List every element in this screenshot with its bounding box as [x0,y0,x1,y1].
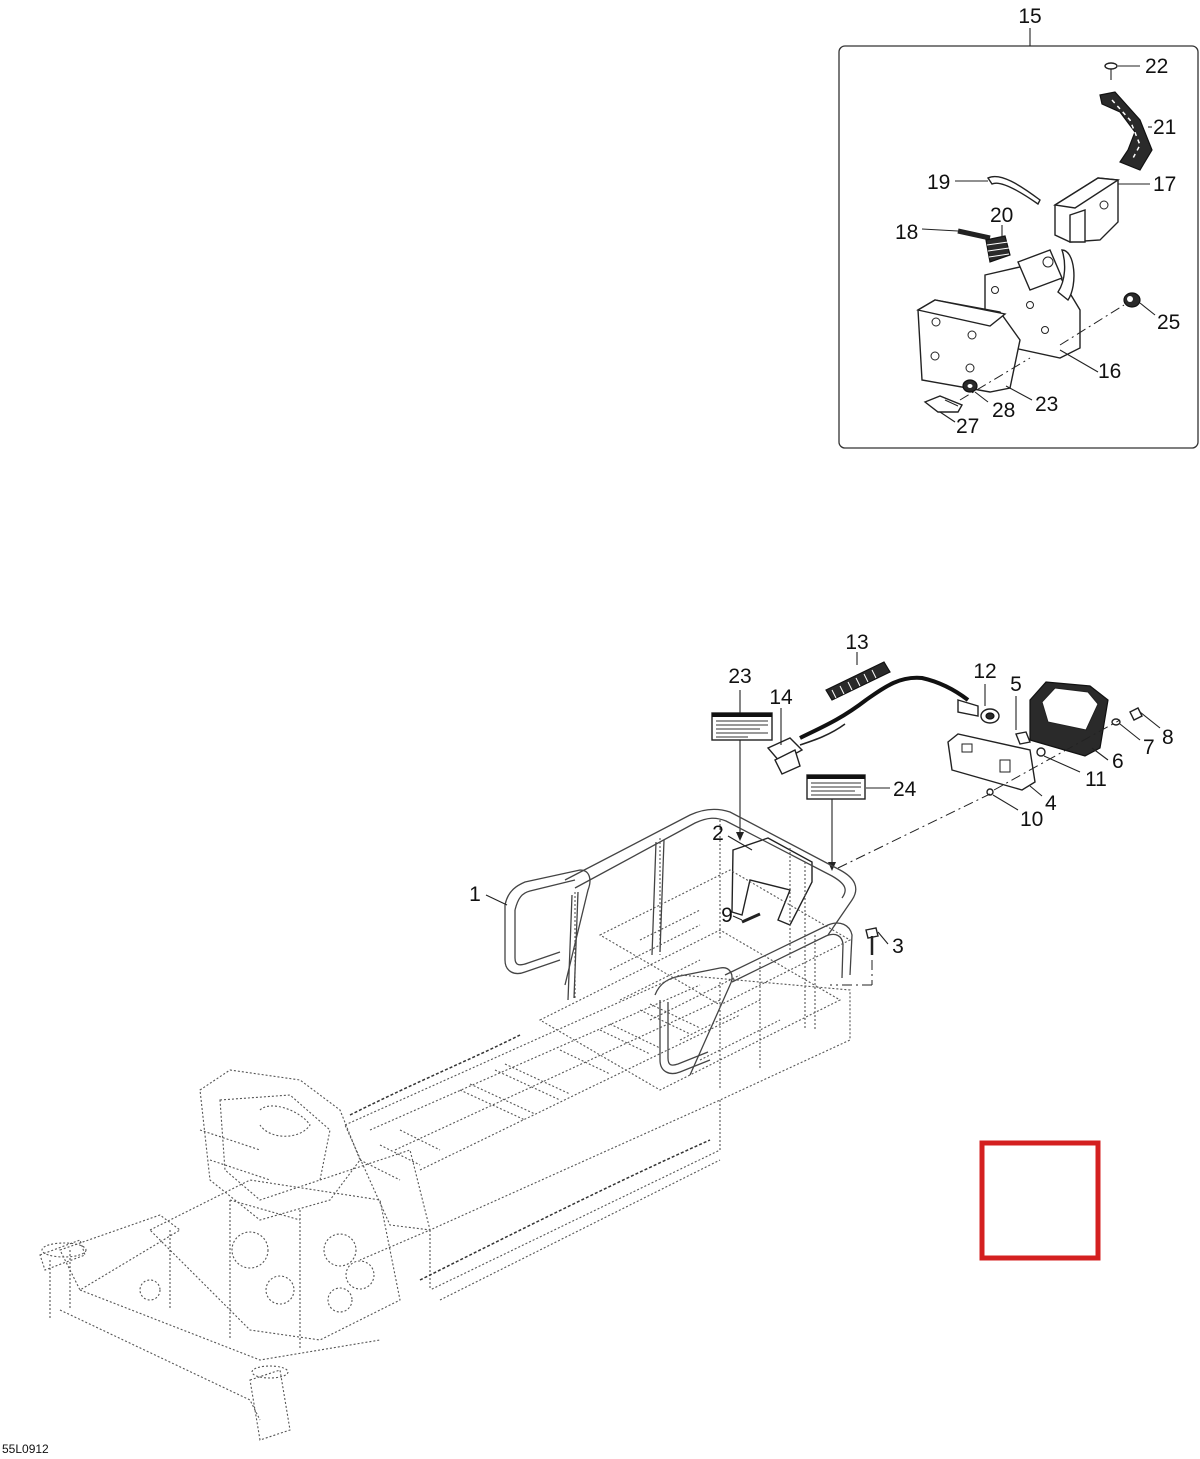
callout-17: 17 [1153,173,1176,196]
callout-27: 27 [956,415,979,438]
nut-25 [1059,292,1156,346]
callout-20: 20 [990,204,1013,227]
diagram-code: 55L0912 [2,1442,49,1456]
callout-13: 13 [845,631,868,654]
callout-12: 12 [973,660,996,683]
light-base-4 [947,733,1043,797]
callout-24: 24 [893,778,917,801]
tunnel-slots [359,1003,701,1181]
spacer-plate-23 [916,299,1033,401]
bolt-3 [830,927,889,986]
callout-8: 8 [1162,726,1174,749]
callout-25: 25 [1157,311,1180,334]
bolt-27-washer-28 [923,357,1031,423]
callout-11: 11 [1085,768,1107,791]
bulb-5 [1015,696,1031,745]
light-bracket-2 [727,835,813,926]
callout-7: 7 [1143,736,1155,759]
wiring-harness-14 [766,675,970,775]
rubber-strap-21 [1099,91,1153,171]
hitch-bracket-17 [1053,177,1150,243]
callout-18: 18 [895,221,918,244]
callout-23: 23 [728,665,751,688]
highlight-box [979,1140,1101,1261]
callout-2: 2 [712,822,724,845]
callout-14: 14 [769,686,793,709]
callout-22: 22 [1145,55,1168,78]
callout-1: 1 [469,883,481,906]
callout-9: 9 [721,904,733,927]
callout-3: 3 [892,935,904,958]
tail-light-group [711,652,1161,986]
callout-5: 5 [1010,673,1022,696]
callout-15: 15 [1018,5,1041,28]
inset-frame [838,45,1199,449]
callout-10: 10 [1020,808,1043,831]
screw-22 [1104,62,1140,80]
callout-19: 19 [927,171,950,194]
decal-24 [806,774,890,871]
callout-labels: 15 22 21 19 17 20 18 25 16 23 28 27 13 2… [469,5,1180,958]
grommet-12 [957,684,1000,724]
decal-23 [711,690,773,841]
callout-16: 16 [1098,360,1121,383]
callout-21: 21 [1153,116,1176,139]
pin-18-spring-20 [921,225,1011,263]
callout-28: 28 [992,399,1015,422]
hitch-pin-19 [955,175,1041,206]
cargo-rack-1 [504,808,857,1091]
callout-4: 4 [1045,792,1057,815]
inset-hitch-assembly [838,28,1199,449]
protective-sleeve-13 [825,652,891,701]
screws-7-8-10-11 [837,707,1161,869]
callout-6: 6 [1112,750,1124,773]
vehicle-frame [39,974,851,1441]
callout-23-inset: 23 [1035,393,1058,416]
